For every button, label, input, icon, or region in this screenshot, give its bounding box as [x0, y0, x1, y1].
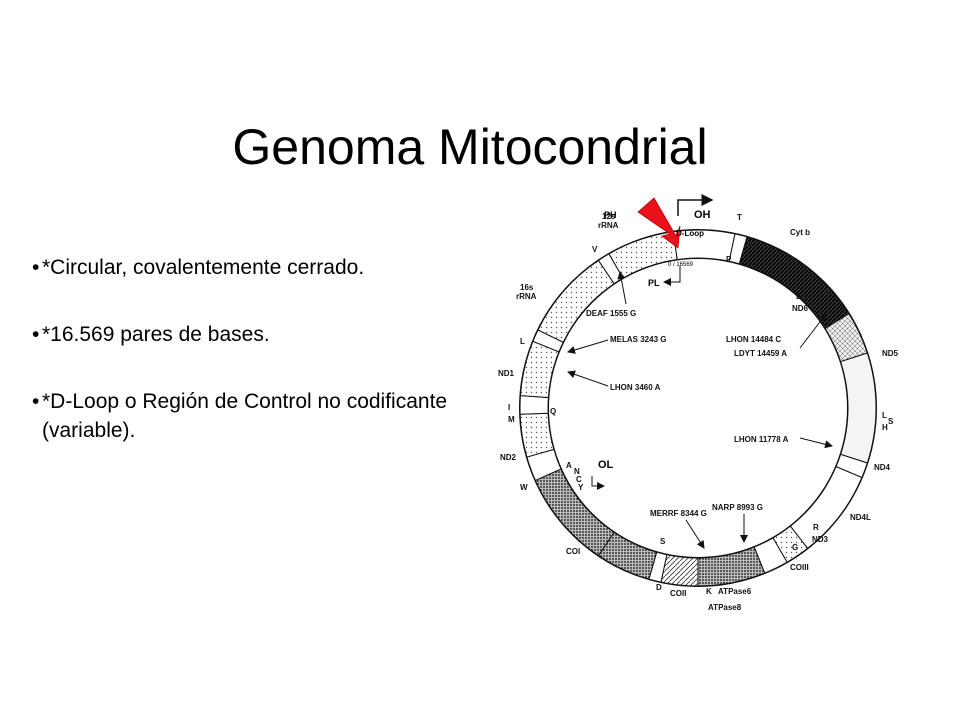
genome-map-svg: OH PH PL D-Loop 0 / 16569 12s rRNA 16s r…: [498, 194, 899, 612]
gene-nd4-label: ND4: [874, 463, 891, 472]
gene-p-label: P: [726, 255, 732, 264]
gene-16s-label-2: rRNA: [516, 292, 537, 301]
position-zero-label: 0 / 16569: [668, 262, 694, 268]
gene-s1-label: S: [660, 537, 666, 546]
bullet-item-circular: • *Circular, covalentemente cerrado.: [32, 253, 502, 282]
gene-y-label: Y: [578, 483, 584, 492]
bullet-marker: •: [32, 390, 40, 413]
gene-nd2-label: ND2: [500, 453, 517, 462]
bullet-text: *Circular, covalentemente cerrado.: [42, 256, 365, 279]
segment-cytb: [738, 236, 850, 330]
mutation-lhon11778-label: LHON 11778 A: [734, 435, 789, 444]
gene-g-label: G: [792, 543, 798, 552]
gene-12s-label-1: 12s: [602, 212, 616, 221]
gene-coiii-label: COIII: [790, 563, 809, 572]
gene-a-label: A: [566, 461, 572, 470]
gene-c-label: C: [576, 475, 582, 484]
segment-trna-imq: [519, 395, 549, 415]
origin-l-label: OL: [598, 459, 614, 471]
gene-s2-label: S: [888, 417, 894, 426]
gene-t-label: T: [737, 213, 742, 222]
mutation-lhon14484-label: LHON 14484 C: [726, 335, 781, 344]
dloop-label: D-Loop: [676, 229, 704, 238]
mutation-deaf-label: DEAF 1555 G: [586, 309, 636, 318]
mutation-melas-label: MELAS 3243 G: [610, 335, 666, 344]
gene-e-label: E: [796, 292, 802, 301]
mutation-ldyt-label: LDYT 14459 A: [734, 349, 787, 358]
gene-k-label: K: [706, 587, 712, 596]
bullet-item-dloop: • *D-Loop o Región de Control no codific…: [32, 387, 502, 445]
slide-title: Genoma Mitocondrial: [232, 119, 708, 175]
gene-n-label: N: [574, 467, 580, 476]
gene-labels: 12s rRNA 16s rRNA V T P Cyt b E ND6 ND5 …: [498, 212, 899, 612]
bullet-text: *16.569 pares de bases.: [42, 323, 270, 346]
dloop-pointer-arrow: [637, 197, 681, 249]
gene-l1-label: L: [520, 337, 525, 346]
gene-nd3-label: ND3: [812, 535, 829, 544]
light-strand-origin: OL: [591, 459, 614, 490]
gene-nd5-label: ND5: [882, 349, 899, 358]
segment-nd5: [840, 352, 877, 464]
gene-v-label: V: [592, 245, 598, 254]
mutation-narp-label: NARP 8993 G: [712, 503, 763, 512]
gene-r-label: R: [813, 523, 819, 532]
gene-12s-label-2: rRNA: [598, 221, 619, 230]
gene-h-label: H: [882, 423, 888, 432]
mutation-merrf-label: MERRF 8344 G: [650, 509, 707, 518]
promoter-l: PL: [648, 266, 681, 288]
gene-l2-label: L: [882, 411, 887, 420]
gene-16s-label-1: 16s: [520, 283, 534, 292]
bullet-text: *D-Loop o Región de Control no codifican…: [42, 390, 448, 442]
heavy-strand-origin: OH: [677, 194, 714, 221]
segment-coiii: [697, 546, 766, 587]
bullet-list: • *Circular, covalentemente cerrado. • *…: [32, 253, 502, 483]
gene-coi-label: COI: [566, 547, 580, 556]
origin-h-label: OH: [694, 209, 711, 221]
mutation-annotations: DEAF 1555 G MELAS 3243 G LHON 3460 A LHO…: [567, 271, 833, 549]
gene-nd1-label: ND1: [498, 369, 515, 378]
gene-coii-label: COII: [670, 589, 686, 598]
gene-d-label: D: [656, 583, 662, 592]
promoter-h: PH: [604, 210, 617, 220]
segment-16s-rrna: [537, 259, 615, 343]
mutation-lhon3460-label: LHON 3460 A: [610, 383, 661, 392]
gene-q-label: Q: [550, 407, 556, 416]
segment-nd2: [519, 412, 555, 458]
gene-cytb-label: Cyt b: [790, 228, 810, 237]
gene-m-label: M: [508, 415, 515, 424]
gene-segments: [519, 229, 877, 587]
gene-atpase6-label: ATPase6: [718, 587, 752, 596]
gene-i-label: I: [508, 403, 510, 412]
promoter-l-label: PL: [648, 278, 660, 288]
segment-atpase6: [660, 554, 699, 587]
gene-atpase8-label: ATPase8: [708, 603, 742, 612]
gene-w-label: W: [520, 483, 528, 492]
bullet-item-base-pairs: • *16.569 pares de bases.: [32, 320, 502, 349]
gene-nd4l-label: ND4L: [850, 513, 871, 522]
promoter-h-label: PH: [604, 210, 617, 220]
bullet-marker: •: [32, 256, 40, 279]
gene-nd6-label: ND6: [792, 304, 809, 313]
mitochondrial-genome-map: OH PH PL D-Loop 0 / 16569 12s rRNA 16s r…: [480, 186, 920, 626]
bullet-marker: •: [32, 323, 40, 346]
segment-coi: [534, 468, 615, 557]
